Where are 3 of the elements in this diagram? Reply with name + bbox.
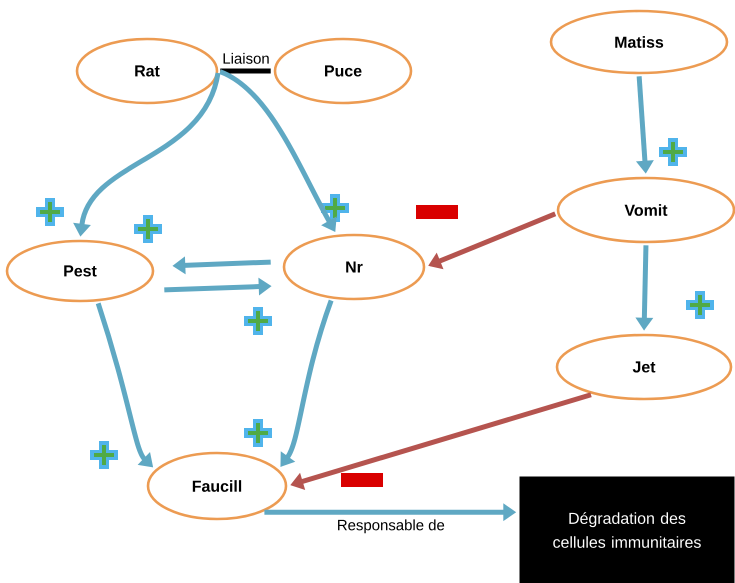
text-box: Dégradation des cellules immunitaires [520,476,734,583]
edge-label: Liaison [221,52,271,65]
edge-label: Responsable de [336,518,446,534]
